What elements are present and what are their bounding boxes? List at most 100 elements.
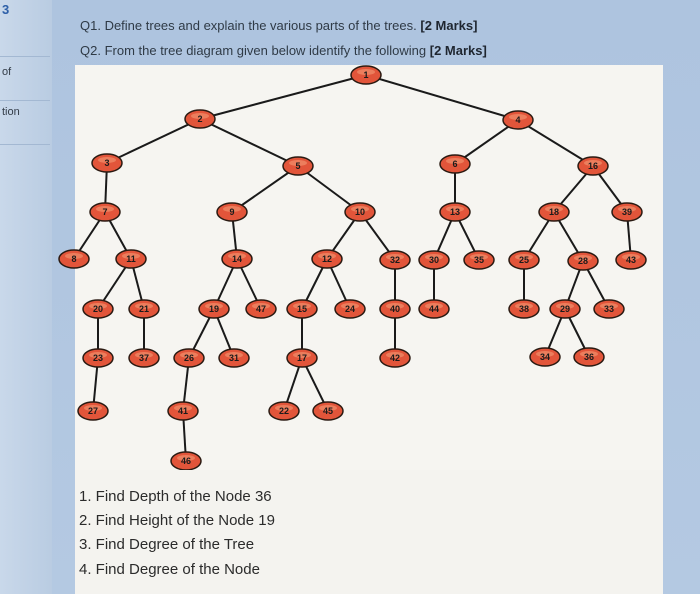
tree-node-42: 42 [379, 348, 411, 368]
tree-node-28: 28 [567, 251, 599, 271]
tree-edge-5-10 [297, 165, 361, 213]
tree-node-label: 38 [519, 304, 529, 314]
tree-node-label: 39 [622, 207, 632, 217]
tree-node-8: 8 [58, 249, 90, 269]
sidebar-section[interactable] [0, 0, 50, 57]
tree-node-35: 35 [463, 250, 495, 270]
tree-node-30: 30 [418, 250, 450, 270]
task-list: 1. Find Depth of the Node 36 2. Find Hei… [75, 470, 663, 594]
tree-node-label: 29 [560, 304, 570, 314]
tree-node-label: 4 [515, 115, 520, 125]
tree-node-label: 30 [429, 255, 439, 265]
tree-node-45: 45 [312, 401, 344, 421]
sidebar-number: 3 [2, 2, 10, 17]
tree-node-label: 25 [519, 255, 529, 265]
tree-node-27: 27 [77, 401, 109, 421]
tree-node-31: 31 [218, 348, 250, 368]
tree-edge-1-2 [199, 74, 367, 120]
tree-node-29: 29 [549, 299, 581, 319]
tree-node-5: 5 [282, 156, 314, 176]
tree-node-label: 37 [139, 353, 149, 363]
tree-node-25: 25 [508, 250, 540, 270]
tree-node-label: 7 [102, 207, 107, 217]
tree-node-label: 20 [93, 304, 103, 314]
tree-node-16: 16 [577, 156, 609, 176]
tree-node-label: 21 [139, 304, 149, 314]
tree-node-label: 34 [540, 352, 550, 362]
tree-node-9: 9 [216, 202, 248, 222]
tree-node-label: 9 [229, 207, 234, 217]
tree-node-label: 8 [71, 254, 76, 264]
tree-node-label: 46 [181, 456, 191, 466]
tree-node-label: 43 [626, 255, 636, 265]
tree-node-20: 20 [82, 299, 114, 319]
tree-node-label: 13 [450, 207, 460, 217]
tree-node-label: 47 [256, 304, 266, 314]
tree-node-label: 36 [584, 352, 594, 362]
tree-node-4: 4 [502, 110, 534, 130]
tree-node-10: 10 [344, 202, 376, 222]
tree-node-18: 18 [538, 202, 570, 222]
tree-node-label: 24 [345, 304, 355, 314]
tree-node-26: 26 [173, 348, 205, 368]
tree-node-label: 1 [363, 70, 368, 80]
tree-node-15: 15 [286, 299, 318, 319]
tree-node-14: 14 [221, 249, 253, 269]
tree-node-24: 24 [334, 299, 366, 319]
tree-edge-4-16 [517, 119, 594, 167]
tree-node-label: 18 [549, 207, 559, 217]
tree-node-44: 44 [418, 299, 450, 319]
sidebar-section[interactable] [0, 56, 50, 101]
question-2-marks: [2 Marks] [429, 43, 487, 58]
tree-node-label: 28 [578, 256, 588, 266]
tree-node-label: 23 [93, 353, 103, 363]
question-1: Q1. Define trees and explain the various… [80, 18, 477, 33]
tree-node-41: 41 [167, 401, 199, 421]
tree-edge-1-4 [365, 74, 519, 121]
tree-node-label: 32 [390, 255, 400, 265]
task-item: 1. Find Depth of the Node 36 [79, 488, 272, 505]
tree-node-33: 33 [593, 299, 625, 319]
tree-edge-2-5 [199, 118, 299, 167]
tree-node-label: 3 [104, 158, 109, 168]
sidebar-label-tion: tion [2, 106, 20, 118]
tree-node-label: 45 [323, 406, 333, 416]
tree-node-38: 38 [508, 299, 540, 319]
tree-node-label: 44 [429, 304, 439, 314]
tree-node-32: 32 [379, 250, 411, 270]
tree-node-label: 19 [209, 304, 219, 314]
tree-node-label: 16 [588, 161, 598, 171]
tree-node-label: 27 [88, 406, 98, 416]
tree-node-label: 31 [229, 353, 239, 363]
tree-node-2: 2 [184, 109, 216, 129]
tree-node-37: 37 [128, 348, 160, 368]
tree-node-11: 11 [115, 249, 147, 269]
tree-edge-2-3 [106, 118, 201, 164]
tree-node-1: 1 [350, 65, 382, 85]
tree-node-label: 10 [355, 207, 365, 217]
tree-node-label: 14 [232, 254, 242, 264]
tree-node-label: 33 [604, 304, 614, 314]
tree-node-46: 46 [170, 451, 202, 471]
tree-node-6: 6 [439, 154, 471, 174]
tree-node-22: 22 [268, 401, 300, 421]
question-1-text: Q1. Define trees and explain the various… [80, 18, 417, 33]
tree-node-40: 40 [379, 299, 411, 319]
tree-node-label: 41 [178, 406, 188, 416]
question-1-marks: [2 Marks] [420, 18, 478, 33]
sidebar-section[interactable] [0, 100, 50, 145]
tree-edges [73, 74, 632, 462]
tree-node-39: 39 [611, 202, 643, 222]
tree-node-34: 34 [529, 347, 561, 367]
tree-node-13: 13 [439, 202, 471, 222]
tree-edge-4-6 [454, 119, 519, 165]
tree-node-43: 43 [615, 250, 647, 270]
tree-node-19: 19 [198, 299, 230, 319]
tree-node-label: 5 [295, 161, 300, 171]
tree-node-label: 6 [452, 159, 457, 169]
tree-node-label: 26 [184, 353, 194, 363]
tree-node-47: 47 [245, 299, 277, 319]
tree-node-12: 12 [311, 249, 343, 269]
